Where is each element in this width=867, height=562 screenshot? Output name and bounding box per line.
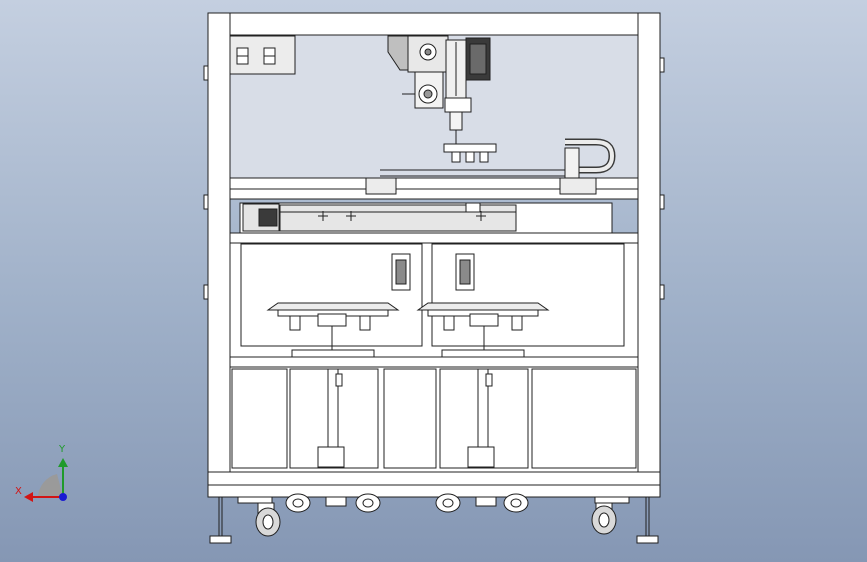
control-box: [229, 35, 296, 75]
fixture-right: [416, 302, 550, 358]
lift-cylinder-right: [467, 368, 495, 468]
linear-rail-assembly: [229, 177, 639, 234]
motor-assembly: [387, 35, 497, 163]
triad-z-axis: [59, 493, 67, 501]
triad-grey-sector: [38, 474, 63, 497]
frame-shelf-beam: [229, 356, 639, 368]
frame-left-post: [207, 12, 231, 498]
cable-chain: [380, 138, 616, 183]
lower-cabinet-doors: [231, 368, 637, 469]
triad-x-label: X: [15, 486, 22, 497]
fixture-left: [266, 302, 400, 358]
caster-wheels: [237, 493, 630, 537]
leveling-feet: [209, 497, 659, 544]
frame-right-post: [637, 12, 661, 498]
orientation-triad: [24, 458, 68, 502]
middle-panel: [229, 242, 639, 358]
frame-top-bar: [207, 12, 661, 36]
frame-lower-beam: [229, 232, 639, 244]
triad-y-label: Y: [59, 444, 66, 455]
lift-cylinder-left: [317, 368, 345, 468]
lower-cabinet: [229, 366, 639, 473]
